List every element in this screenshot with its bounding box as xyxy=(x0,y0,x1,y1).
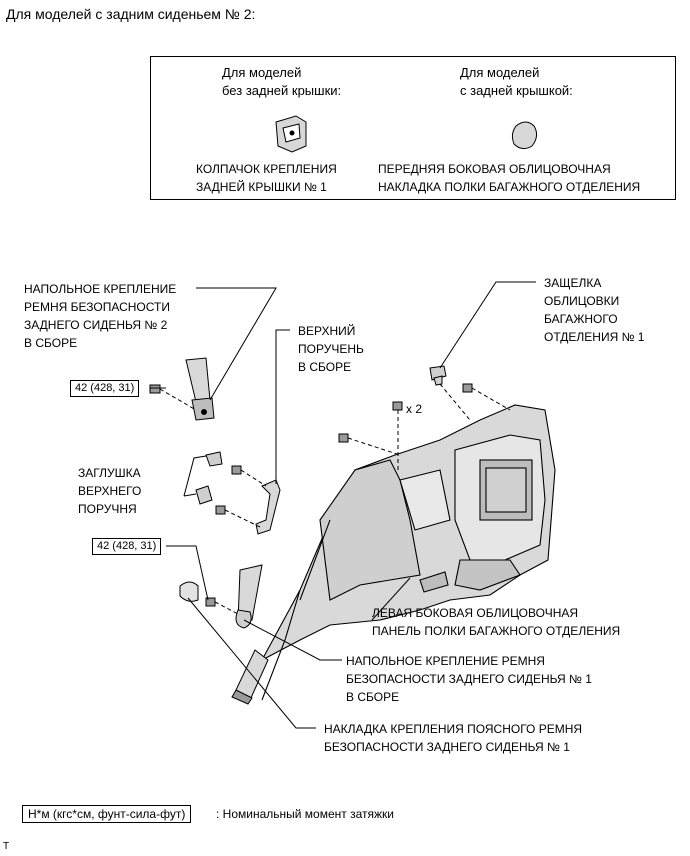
variant-box xyxy=(150,56,676,200)
label-lap-belt-cover: НАКЛАДКА КРЕПЛЕНИЯ ПОЯСНОГО РЕМНЯ БЕЗОПА… xyxy=(324,722,583,754)
trim-clip-drawing xyxy=(429,365,447,386)
corner-mark: T xyxy=(3,841,10,852)
side-panel-drawing xyxy=(260,404,556,701)
torque-value-box: 42 (428, 31) xyxy=(92,538,162,555)
front-side-trim-cover-icon xyxy=(511,121,538,150)
label-seatbelt-anchor-1: НАПОЛЬНОЕ КРЕПЛЕНИЕ РЕМНЯ БЕЗОПАСНОСТИ З… xyxy=(346,654,592,704)
label-side-panel: ЛЕВАЯ БОКОВАЯ ОБЛИЦОВОЧНАЯ ПАНЕЛЬ ПОЛКИ … xyxy=(372,606,621,638)
variant-right-part-label: ПЕРЕДНЯЯ БОКОВАЯ ОБЛИЦОВОЧНАЯ НАКЛАДКА П… xyxy=(378,162,641,194)
variant-left-heading: Для моделей без задней крышки: xyxy=(222,65,342,98)
assembly-lines xyxy=(159,383,511,616)
label-seatbelt-anchor-2: НАПОЛЬНОЕ КРЕПЛЕНИЕ РЕМНЯ БЕЗОПАСНОСТИ З… xyxy=(24,282,177,350)
torque-legend-box: Н*м (кгс*см, фунт-сила-фут) xyxy=(22,805,192,823)
rear-cover-cap-icon xyxy=(275,115,307,153)
variant-right-heading: Для моделей с задней крышкой: xyxy=(460,65,573,98)
torque-value-box: 42 (428, 31) xyxy=(70,380,140,397)
handle-plug-drawing xyxy=(195,451,223,505)
label-upper-handle: ВЕРХНИЙ ПОРУЧЕНЬ В СБОРЕ xyxy=(298,324,364,374)
torque-legend-description: : Номинальный момент затяжки xyxy=(216,807,394,821)
lap-belt-cover-drawing xyxy=(179,581,199,602)
label-handle-plug: ЗАГЛУШКА ВЕРХНЕГО ПОРУЧНЯ xyxy=(78,466,142,516)
variant-left-part-label: КОЛПАЧОК КРЕПЛЕНИЯ ЗАДНЕЙ КРЫШКИ № 1 xyxy=(196,162,337,194)
upper-handle-drawing xyxy=(255,479,281,535)
quantity-label: x 2 xyxy=(406,402,423,416)
seatbelt-anchor-2-drawing xyxy=(185,357,215,421)
seatbelt-strap-drawing xyxy=(231,564,269,705)
page-title: Для моделей с задним сиденьем № 2: xyxy=(6,6,256,22)
leader-lines xyxy=(150,281,536,729)
label-trim-clip: ЗАЩЕЛКА ОБЛИЦОВКИ БАГАЖНОГО ОТДЕЛЕНИЯ № … xyxy=(544,276,645,344)
